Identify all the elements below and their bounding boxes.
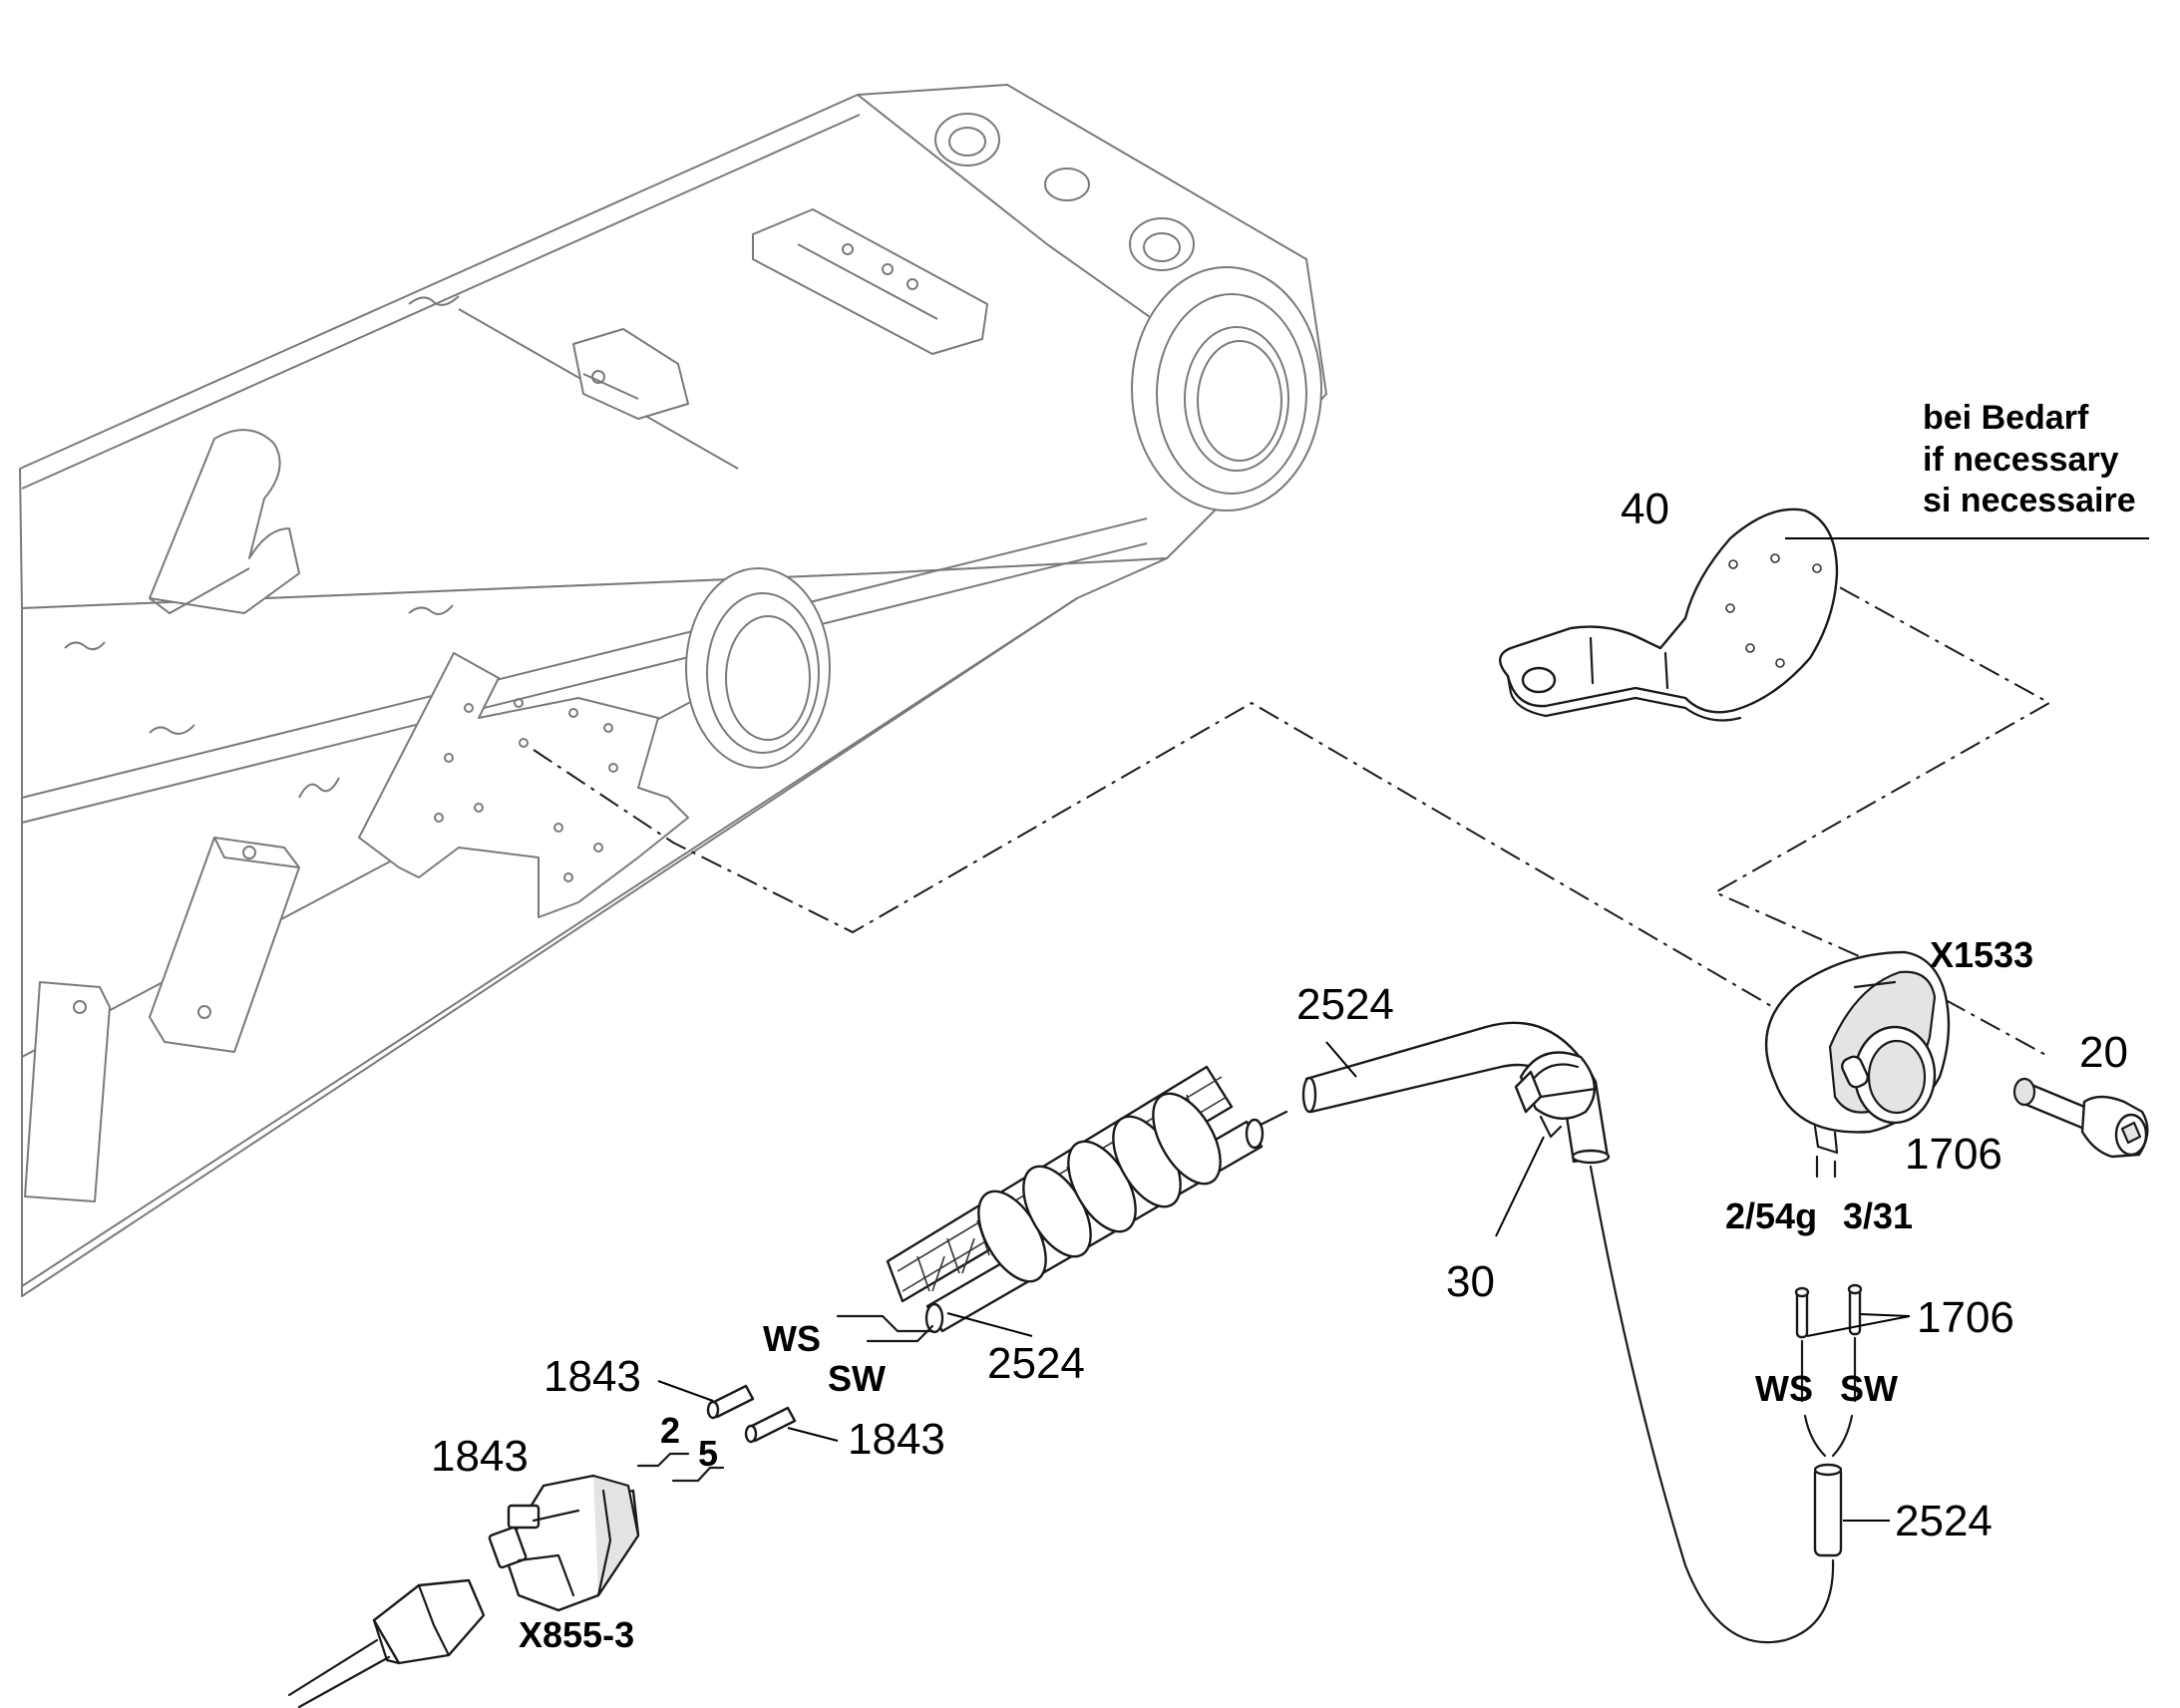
cable-tube — [1301, 1021, 1611, 1165]
frame-rail — [19, 84, 1327, 1297]
mounting-bracket — [1499, 508, 1839, 722]
position-20-label: 20 — [2079, 1028, 2128, 1077]
position-1843-b-label: 1843 — [848, 1415, 945, 1464]
wire-sw-right-label: SW — [1840, 1368, 1898, 1409]
pin-5-label: 5 — [698, 1433, 718, 1474]
wire-ws-left-label: WS — [763, 1318, 821, 1359]
position-40-label: 40 — [1621, 485, 1669, 533]
connector-x855-label: X855-3 — [519, 1614, 634, 1655]
position-1706-pins-label: 1706 — [1917, 1293, 2014, 1342]
terminal-2-54g-label: 2/54g — [1725, 1196, 1817, 1236]
position-1843-a-label: 1843 — [544, 1352, 641, 1401]
connector-x1533-label: X1533 — [1930, 934, 2033, 975]
note-if-necessary: bei Bedarf if necessary si necessaire — [1923, 399, 2136, 519]
trailer-socket — [1764, 950, 1951, 1155]
terminal-3-31-label: 3/31 — [1843, 1196, 1913, 1236]
cap-screw — [2012, 1077, 2149, 1159]
position-2524-top-label: 2524 — [1296, 980, 1394, 1029]
leader-lines — [657, 537, 2149, 1522]
note-line-2: if necessary — [1923, 441, 2119, 479]
crimp-pin — [1794, 1283, 1863, 1339]
wire-sw-left-label: SW — [828, 1358, 886, 1399]
position-1843-c-label: 1843 — [431, 1432, 529, 1481]
crimp-pin — [706, 1384, 797, 1444]
position-2524-right-label: 2524 — [1895, 1497, 1993, 1545]
cable-tube — [1813, 1463, 1843, 1557]
protective-sleeve — [886, 1065, 1265, 1334]
wire-ws-right-label: WS — [1755, 1368, 1813, 1409]
plug-connector — [488, 1474, 640, 1612]
plug-connector — [287, 1578, 486, 1708]
note-line-1: bei Bedarf — [1923, 399, 2089, 437]
position-30-label: 30 — [1446, 1257, 1495, 1306]
pin-2-label: 2 — [660, 1410, 680, 1451]
position-2524-mid-label: 2524 — [987, 1339, 1085, 1388]
hose-clamp — [1514, 1051, 1598, 1139]
note-line-3: si necessaire — [1923, 482, 2136, 519]
position-1706-socket-label: 1706 — [1905, 1130, 2002, 1179]
